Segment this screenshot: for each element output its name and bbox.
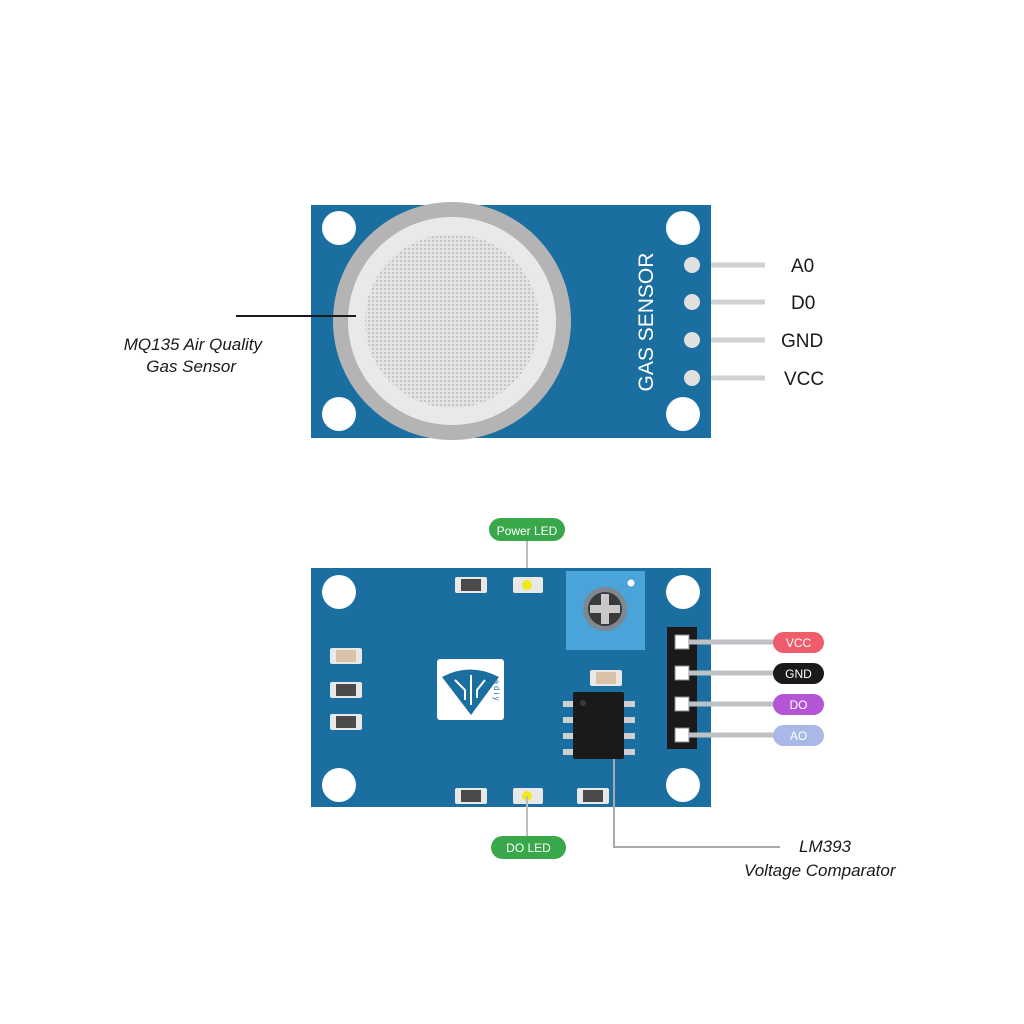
power-led	[513, 577, 543, 593]
smd-resistor	[455, 577, 487, 593]
smd-resistor	[455, 788, 487, 804]
pin-pad	[684, 294, 700, 310]
bottom-pcb	[311, 568, 711, 807]
do-badge	[773, 694, 824, 715]
pin-pad	[684, 370, 700, 386]
mounting-hole	[322, 211, 356, 245]
vcc-badge	[773, 632, 824, 653]
gnd-badge	[773, 663, 824, 684]
smd-capacitor	[590, 670, 622, 686]
top-module: GAS SENSOR A0 D0 GND VCC MQ135 Air Quali…	[124, 202, 824, 440]
do-badge-label: DO	[790, 698, 808, 712]
gnd-badge-label: GND	[785, 667, 812, 681]
sensor-mesh	[365, 234, 539, 408]
ic-callout-line	[613, 759, 780, 848]
mounting-hole	[666, 768, 700, 802]
mounting-hole	[322, 575, 356, 609]
header-pin	[674, 696, 690, 712]
mounting-hole	[666, 575, 700, 609]
sensor-callout-line1: MQ135 Air Quality	[124, 335, 264, 354]
potentiometer	[566, 571, 645, 650]
smd-resistor	[330, 714, 362, 730]
power-led-label: Power LED	[497, 524, 558, 538]
smd-resistor	[577, 788, 609, 804]
mounting-hole	[666, 397, 700, 431]
mounting-hole	[322, 768, 356, 802]
ic-callout-line2: Voltage Comparator	[744, 861, 897, 880]
header-pin	[674, 727, 690, 743]
sensor-callout-line2: Gas Sensor	[146, 357, 237, 376]
lm393-chip	[563, 692, 635, 759]
pin-label-vcc: VCC	[784, 369, 824, 390]
silkscreen-label: GAS SENSOR	[635, 253, 658, 392]
do-led-badge	[491, 836, 566, 859]
logo-text: a d i y	[492, 679, 501, 700]
mounting-hole	[322, 397, 356, 431]
vcc-badge-label: VCC	[786, 636, 812, 650]
pin-label-d0: D0	[791, 293, 815, 314]
ao-badge-label: AO	[790, 729, 807, 743]
pin-label-gnd: GND	[781, 331, 823, 352]
pin-label-a0: A0	[791, 256, 814, 277]
do-led-label: DO LED	[506, 841, 551, 855]
top-pin-row: A0 D0 GND VCC	[684, 256, 824, 390]
ic-callout-line1: LM393	[799, 837, 852, 856]
smd-resistor	[330, 682, 362, 698]
pin-pad	[684, 332, 700, 348]
header-pin	[674, 665, 690, 681]
header-pin	[674, 634, 690, 650]
pin-pad	[684, 257, 700, 273]
smd-capacitor	[330, 648, 362, 664]
power-led-badge	[489, 518, 565, 541]
mounting-hole	[666, 211, 700, 245]
brand-logo: a d i y	[437, 659, 504, 720]
ao-badge	[773, 725, 824, 746]
bottom-module: Power LED	[311, 518, 897, 880]
